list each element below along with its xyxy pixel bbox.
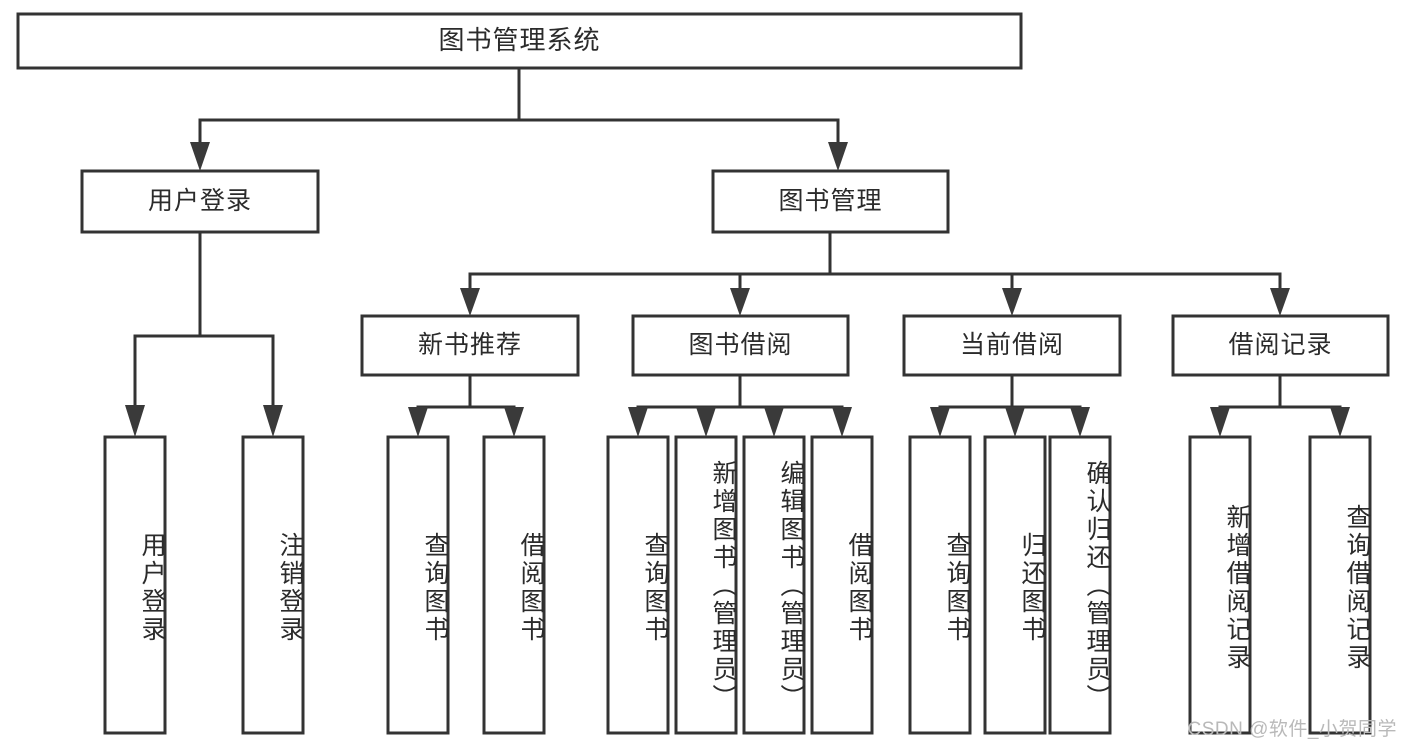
connector-records-to-leaves [1210, 373, 1350, 437]
leaf-box-borrow-records-1[interactable] [1308, 435, 1372, 735]
node-box-root[interactable] [16, 12, 1023, 70]
leaf-box-current-borrow-2[interactable] [1048, 435, 1112, 735]
arrow-head-icon [832, 407, 852, 437]
leaf-box-new-book-0[interactable] [386, 435, 450, 735]
arrow-head-icon [263, 405, 283, 437]
connector-bookmanage-to-level3 [460, 230, 1290, 316]
leaf-box-borrow-records-0[interactable] [1188, 435, 1252, 735]
node-box-borrow-records[interactable] [1171, 314, 1390, 377]
arrow-head-icon [190, 142, 210, 171]
arrow-head-icon [930, 407, 950, 437]
arrow-head-icon [408, 407, 428, 437]
arrow-head-icon [696, 407, 716, 437]
connector-userlogin-to-leaves [125, 230, 283, 437]
connector-currentborrow-to-leaves [930, 373, 1090, 437]
leaf-box-book-borrow-0[interactable] [606, 435, 670, 735]
arrow-head-icon [628, 407, 648, 437]
arrow-head-icon [460, 288, 480, 316]
arrow-head-icon [1002, 288, 1022, 316]
arrow-head-icon [1270, 288, 1290, 316]
leaf-box-new-book-1[interactable] [482, 435, 546, 735]
node-box-book-manage[interactable] [711, 169, 950, 234]
arrow-head-icon [730, 288, 750, 316]
node-box-new-book[interactable] [360, 314, 580, 377]
arrow-head-icon [828, 142, 848, 171]
arrow-head-icon [1210, 407, 1230, 437]
arrow-head-icon [1330, 407, 1350, 437]
connector-bookborrow-to-leaves [628, 373, 852, 437]
arrow-head-icon [764, 407, 784, 437]
connector-newbook-to-leaves [408, 373, 524, 437]
arrow-head-icon [504, 407, 524, 437]
leaf-box-book-borrow-1[interactable] [674, 435, 738, 735]
arrow-head-icon [1005, 407, 1025, 437]
node-box-book-borrow[interactable] [631, 314, 850, 377]
connector-root-to-level2 [190, 66, 848, 171]
leaf-box-user-login-1[interactable] [241, 435, 305, 735]
leaf-box-book-borrow-2[interactable] [742, 435, 806, 735]
arrow-head-icon [1070, 407, 1090, 437]
leaf-box-user-login-0[interactable] [103, 435, 167, 735]
leaf-box-current-borrow-0[interactable] [908, 435, 972, 735]
leaf-box-current-borrow-1[interactable] [983, 435, 1047, 735]
node-box-user-login[interactable] [80, 169, 320, 234]
arrow-head-icon [125, 405, 145, 437]
node-box-current-borrow[interactable] [902, 314, 1122, 377]
leaf-box-book-borrow-3[interactable] [810, 435, 874, 735]
